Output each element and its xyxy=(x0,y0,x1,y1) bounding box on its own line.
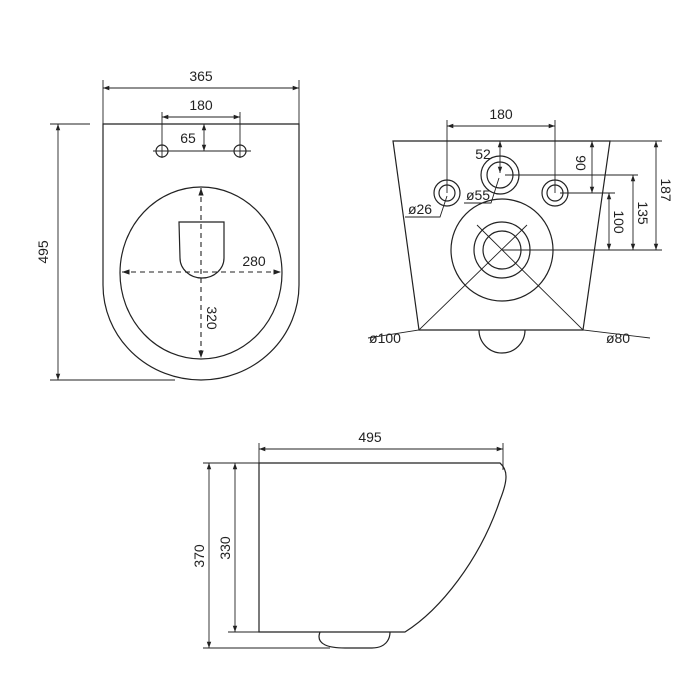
dim-bowl-length: 320 xyxy=(204,306,220,330)
side-bottom-bulge xyxy=(318,631,391,649)
dim-flush-inlet-height: 135 xyxy=(635,201,651,225)
dim-bolt-height: 90 xyxy=(573,155,589,171)
dim-inlet-spacing: 180 xyxy=(489,106,513,122)
label-outlet-outer-diameter: ø100 xyxy=(369,330,401,346)
top-view: 365 180 65 495 280 320 xyxy=(35,68,300,381)
dim-total-height: 370 xyxy=(191,544,207,568)
dim-flush-inlet-offset: 52 xyxy=(475,146,491,162)
bowl-opening xyxy=(119,186,283,360)
label-flush-inlet-diameter: ø55 xyxy=(466,187,490,203)
label-outlet-inner-diameter: ø80 xyxy=(606,330,630,346)
side-view: 495 370 330 xyxy=(191,429,507,649)
dim-body-height: 330 xyxy=(217,536,233,560)
side-view-outline xyxy=(258,462,507,633)
dim-overall-length: 495 xyxy=(35,240,51,264)
dim-bowl-width: 280 xyxy=(242,253,266,269)
dim-bolt-offset: 65 xyxy=(180,130,196,146)
rear-bottom-bulge xyxy=(478,329,526,354)
dim-side-length: 495 xyxy=(358,429,382,445)
dim-outlet-to-bolt: 100 xyxy=(611,210,627,234)
dim-outlet-height: 187 xyxy=(658,178,674,202)
rear-view: ø100 ø80 ø26 ø55 180 52 90 100 135 187 xyxy=(367,106,674,354)
top-view-outline xyxy=(102,123,300,381)
drain-opening xyxy=(178,221,225,279)
dim-bolt-spacing: 180 xyxy=(189,97,213,113)
label-bolt-hole-diameter: ø26 xyxy=(408,201,432,217)
dim-overall-width: 365 xyxy=(189,68,213,84)
